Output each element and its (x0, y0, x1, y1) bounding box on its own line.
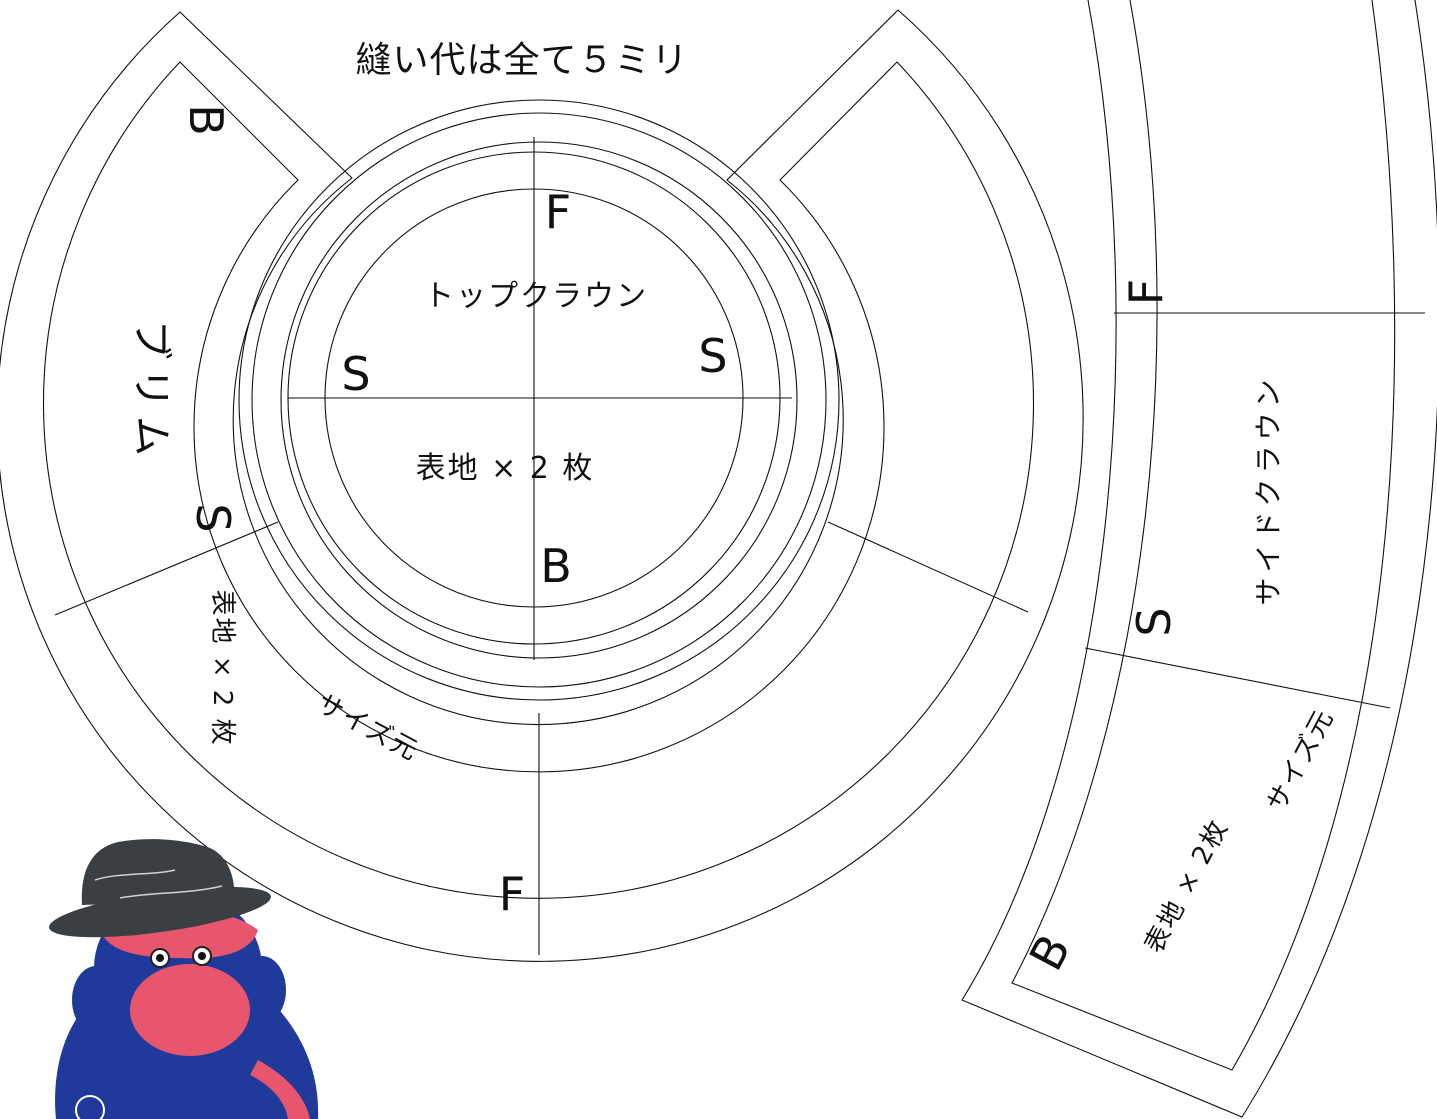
brim-name: ブリム (128, 320, 174, 464)
side-crown-fabric: 表地 × 2枚 (1139, 814, 1234, 958)
brim-outer-outline (0, 9, 1084, 962)
side-crown-mark-back: B (1019, 926, 1081, 979)
brim-mark-front: F (499, 867, 525, 921)
monkey-body (55, 1000, 319, 1119)
crown-ring-mid (251, 112, 827, 688)
monkey-stripe (250, 1060, 310, 1119)
monkey-muzzle (130, 964, 250, 1056)
side-crown-stitch-line (1011, 0, 1396, 1071)
brim-seam-right (827, 521, 1029, 613)
monkey-eye-left-pupil (156, 954, 164, 962)
brim-mark-side: S (186, 503, 240, 532)
side-crown-size-origin: サイズ元 (1262, 704, 1341, 816)
top-crown-fabric: 表地 × 2 枚 (416, 451, 595, 486)
crown-ring-outer (238, 99, 840, 701)
brim-size-origin: サイズ元 (312, 689, 424, 768)
brim-piece (0, 9, 1084, 962)
crown-ring-inner (280, 141, 798, 659)
crown-rings (238, 99, 840, 701)
brim-fabric: 表地 × 2 枚 (207, 589, 237, 746)
side-crown-piece (961, 0, 1437, 1118)
top-crown-mark-back: B (540, 539, 572, 593)
top-crown-mark-front: F (545, 185, 571, 239)
brim-seam-left (54, 521, 279, 616)
brim-stitch-line (43, 61, 1034, 899)
side-crown-outer-outline (961, 0, 1437, 1118)
hat-stitching (94, 869, 223, 899)
monkey-eye-right-pupil (198, 952, 206, 960)
sock-monkey-with-hat-icon (49, 839, 319, 1119)
top-crown-name: トップクラウン (424, 279, 648, 314)
side-crown-mark-front: F (1119, 279, 1173, 305)
side-crown-fold-bottom (1084, 647, 1391, 709)
mascot-badge (75, 1095, 105, 1119)
side-crown-name: サイドクラウン (1252, 374, 1285, 605)
top-crown-mark-side-left: S (341, 347, 370, 401)
top-crown-mark-side-right: S (698, 329, 727, 383)
seam-allowance-note: 縫い代は全て５ミリ (355, 40, 688, 81)
brim-mark-back: B (179, 104, 233, 136)
side-crown-mark-side: S (1127, 607, 1181, 636)
